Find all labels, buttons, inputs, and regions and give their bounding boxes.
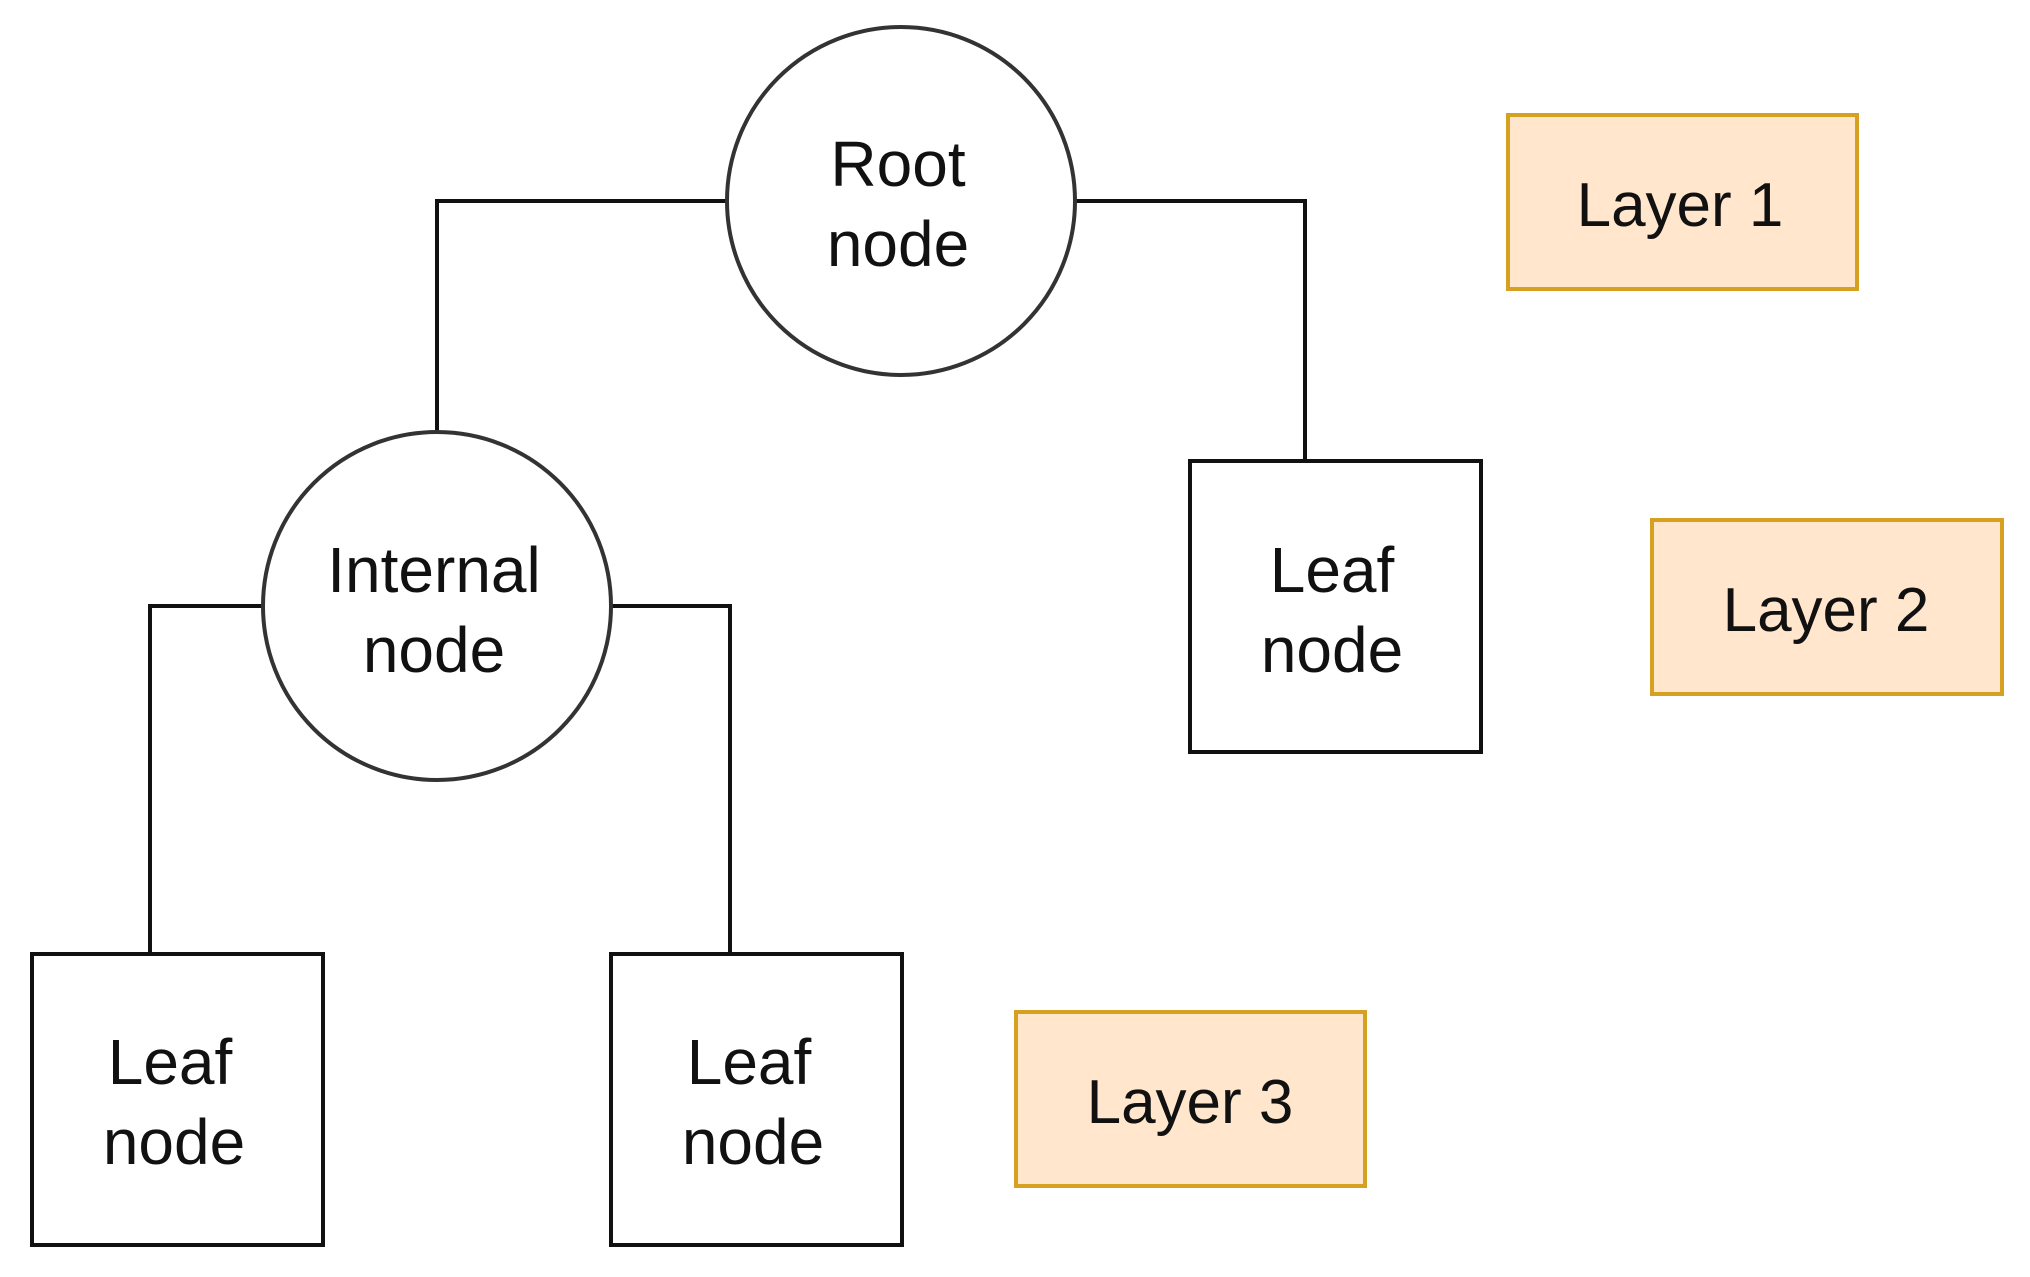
leaf-node-bottom-left-label-line1: Leaf <box>108 1026 233 1098</box>
root-node: Root node <box>725 25 1077 377</box>
leaf-node-right: Leaf node <box>1188 459 1483 754</box>
layer-1-box: Layer 1 <box>1506 113 1859 291</box>
root-node-label-line1: Root <box>830 128 965 200</box>
leaf-node-bottom-left-label-line2: node <box>103 1106 245 1178</box>
leaf-node-right-label-line1: Leaf <box>1270 534 1395 606</box>
layer-2-box: Layer 2 <box>1650 518 2004 696</box>
leaf-node-bottom-middle-box <box>609 952 904 1247</box>
edge-root-to-leaf-right <box>1075 199 1307 461</box>
leaf-node-bottom-left: Leaf node <box>30 952 325 1247</box>
internal-node: Internal node <box>261 430 613 782</box>
layer-3-border <box>1014 1010 1367 1188</box>
layer-1-border <box>1506 113 1859 291</box>
edge-root-to-internal <box>435 199 727 432</box>
root-node-label-line2: node <box>827 208 969 280</box>
layer-2-border <box>1650 518 2004 696</box>
internal-node-circle <box>261 430 613 782</box>
layer-2-label: Layer 2 <box>1723 576 1930 645</box>
layer-3-box: Layer 3 <box>1014 1010 1367 1188</box>
internal-node-label-line1: Internal <box>327 534 540 606</box>
layer-1-rect <box>1508 115 1857 289</box>
layer-3-rect <box>1016 1012 1365 1186</box>
layer-3-label: Layer 3 <box>1087 1068 1294 1137</box>
leaf-node-right-box <box>1188 459 1483 754</box>
leaf-node-right-label-line2: node <box>1261 614 1403 686</box>
leaf-node-bottom-middle: Leaf node <box>609 952 904 1247</box>
leaf-node-bottom-left-box <box>30 952 325 1247</box>
edge-internal-to-leaf-bottom-left <box>148 604 265 954</box>
edge-internal-to-leaf-bottom-middle <box>609 604 732 954</box>
layer-1-label: Layer 1 <box>1577 171 1784 240</box>
layer-2-rect <box>1652 520 2002 694</box>
leaf-node-bottom-middle-label-line2: node <box>682 1106 824 1178</box>
leaf-node-bottom-middle-label-line1: Leaf <box>687 1026 812 1098</box>
root-node-circle <box>725 25 1077 377</box>
internal-node-label-line2: node <box>363 614 505 686</box>
